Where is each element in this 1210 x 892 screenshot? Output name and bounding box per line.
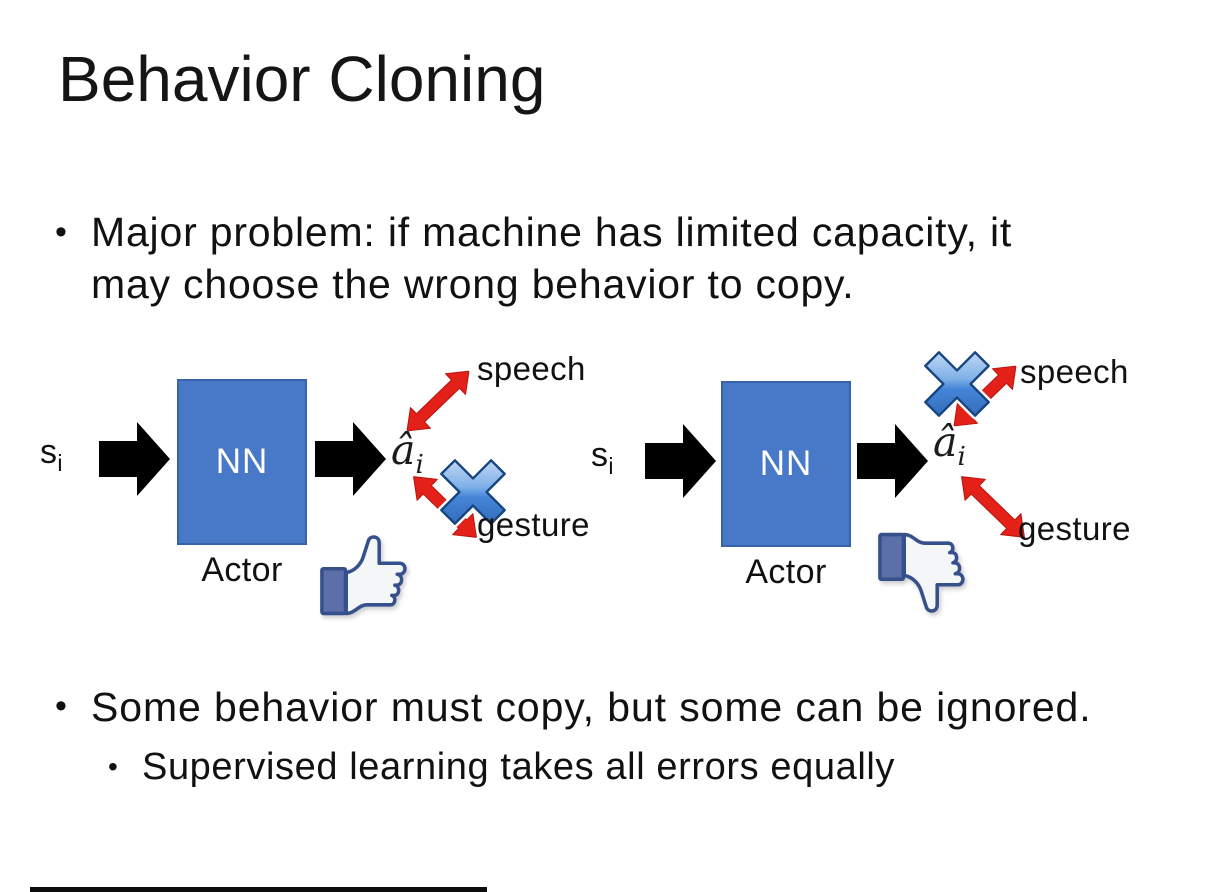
bullet-dot: • — [55, 213, 68, 251]
right-speech-label: speech — [1020, 353, 1129, 390]
sub-bullet-supervised-text: Supervised learning takes all errors equ… — [142, 746, 896, 788]
bullet-some-behavior-text: Some behavior must copy, but some can be… — [91, 684, 1092, 730]
left-nn-label: NN — [215, 442, 269, 481]
left-nn-box: NN — [177, 379, 307, 545]
bullet-major-problem: • Major problem: if machine has limited … — [55, 206, 1095, 311]
bottom-edge-bar — [30, 887, 487, 892]
thumbs-up-icon — [320, 535, 407, 616]
sub-bullet-supervised: • Supervised learning takes all errors e… — [108, 746, 895, 789]
left-speech-label: speech — [477, 350, 586, 387]
left-input-state-label: si — [40, 433, 63, 476]
right-gesture-arrow-icon — [961, 476, 1025, 538]
left-predicted-action-label: âi — [391, 426, 424, 481]
page-title: Behavior Cloning — [58, 43, 546, 115]
thumbs-down-icon — [878, 532, 965, 613]
right-actor-label: Actor — [745, 553, 827, 591]
right-predicted-action-label: âi — [933, 418, 966, 473]
right-nn-box: NN — [721, 381, 851, 547]
left-output-arrow-icon — [315, 422, 386, 496]
right-cross-icon — [921, 348, 993, 420]
bullet-major-problem-text: Major problem: if machine has limited ca… — [91, 209, 1013, 308]
right-input-arrow-icon — [645, 424, 716, 498]
right-nn-label: NN — [759, 444, 813, 483]
left-actor-label: Actor — [201, 551, 283, 589]
bullet-dot: • — [108, 751, 119, 782]
right-output-arrow-icon — [857, 424, 928, 498]
left-gesture-label: gesture — [477, 506, 590, 543]
right-gesture-label: gesture — [1018, 510, 1131, 547]
bullet-some-behavior: • Some behavior must copy, but some can … — [55, 684, 1092, 731]
left-input-arrow-icon — [99, 422, 170, 496]
right-input-state-label: si — [591, 436, 614, 479]
left-cross-icon — [437, 456, 509, 528]
left-speech-arrow-icon — [406, 370, 470, 432]
bullet-dot: • — [55, 687, 68, 725]
